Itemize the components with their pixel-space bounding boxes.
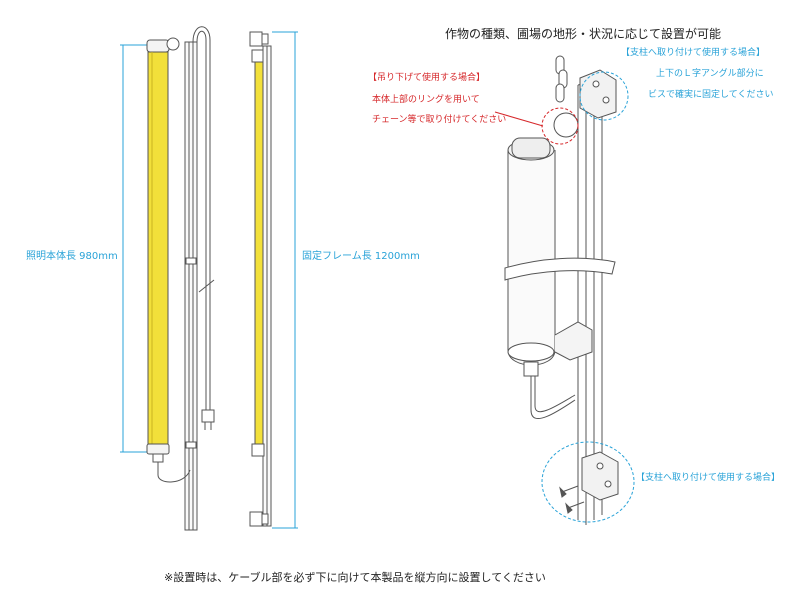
post-top-callout-line1: 上下のＬ字アングル部分に <box>656 69 764 79</box>
post-top-callout-circle <box>579 71 629 121</box>
lamp-body-side <box>254 61 264 445</box>
hang-callout-line1: 本体上部のリングを用いて <box>372 95 480 105</box>
post-bottom-callout-title: 【支柱へ取り付けて使用する場合】 <box>636 473 781 483</box>
lamp-body-front <box>147 51 169 445</box>
body-length-label: 照明本体長 980mm <box>26 251 118 262</box>
hang-callout-title: 【吊り下げて使用する場合】 <box>368 73 486 83</box>
footnote: ※設置時は、ケーブル部を必ず下に向けて本製品を縦方向に設置してください <box>164 571 546 584</box>
post-top-callout-line2: ビスで確実に固定してください <box>648 90 774 100</box>
hang-callout-line2: チェーン等で取り付けてください <box>372 115 507 125</box>
install-view <box>494 55 635 525</box>
side-view <box>249 31 298 529</box>
post-top-callout-title: 【支柱へ取り付けて使用する場合】 <box>621 48 766 58</box>
headline: 作物の種類、圃場の地形・状況に応じて設置が可能 <box>445 27 722 41</box>
front-view <box>120 26 215 531</box>
post-bottom-callout-circle <box>541 441 635 523</box>
frame-length-label: 固定フレーム長 1200mm <box>302 251 420 262</box>
